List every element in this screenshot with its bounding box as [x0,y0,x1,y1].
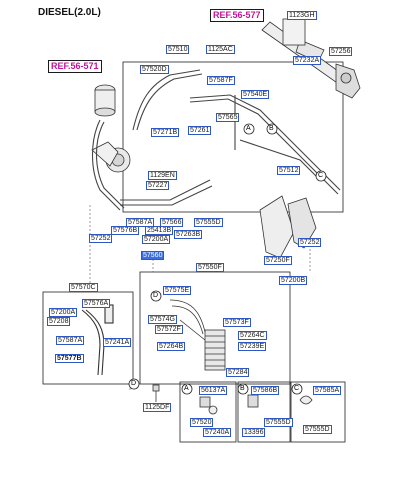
part-label-57550f[interactable]: 57550F [196,263,224,272]
callout-circles [128,123,327,395]
part-label-57573f[interactable]: 57573F [223,318,251,327]
part-label-57577b[interactable]: 57577B [55,354,84,363]
part-label-57240a[interactable]: 57240A [203,428,232,437]
part-label-57587f[interactable]: 57587F [207,76,235,85]
part-label-57208[interactable]: 57208 [47,317,71,326]
detail-c-frame [290,381,346,443]
ref-link-left[interactable]: REF.56-571 [48,60,102,73]
reservoir [94,84,116,117]
callout-c-detail: C [294,385,300,392]
page-title: DIESEL(2.0L) [38,7,101,18]
part-label-57256[interactable]: 57256 [329,47,353,56]
part-label-57520[interactable]: 57520 [190,418,214,427]
callout-b-detail: B [240,385,245,392]
part-label-1125df[interactable]: 1125DF [143,403,172,412]
part-label-57555d-c[interactable]: 57555D [303,425,332,434]
part-label-57200a-detail[interactable]: 57200A [49,308,78,317]
part-label-57227[interactable]: 57227 [146,181,170,190]
part-label-57252-left[interactable]: 57252 [89,234,113,243]
part-label-57200a[interactable]: 57200A [142,235,171,244]
part-label-57585a[interactable]: 57585A [313,386,342,395]
part-label-57555d-b[interactable]: 57555D [264,418,293,427]
part-label-57576b[interactable]: 57576B [111,226,140,235]
fasteners [152,384,313,415]
callout-a: A [246,125,251,132]
part-label-57587a[interactable]: 57587A [126,218,155,227]
part-label-57560-selected[interactable]: 57560 [141,251,165,260]
part-label-57200b[interactable]: 57200B [279,276,308,285]
part-label-57252-right[interactable]: 57252 [298,238,322,247]
part-label-57586b[interactable]: 57586B [251,386,280,395]
part-label-57232a[interactable]: 57232A [293,56,322,65]
part-label-57555d-mid[interactable]: 57555D [194,218,223,227]
part-label-1125ac[interactable]: 1125AC [206,45,235,54]
part-label-57570c[interactable]: 57570C [69,283,98,292]
detail-b-frame [237,381,291,443]
hoses-upper [92,69,341,211]
part-label-13396[interactable]: 13396 [242,428,266,437]
main-assembly-frame [122,61,344,213]
part-label-57271b[interactable]: 57271B [151,128,180,137]
oil-cooler [169,299,226,371]
part-label-57239e[interactable]: 57239E [238,342,267,351]
part-label-57241a[interactable]: 57241A [103,338,132,347]
part-label-57264c[interactable]: 57264C [238,331,267,340]
part-label-57575e[interactable]: 57575E [163,286,192,295]
part-label-57587a-detail[interactable]: 57587A [56,336,85,345]
callout-c: C [318,172,324,179]
cooler-frame [139,271,291,385]
part-label-57510[interactable]: 57510 [166,45,190,54]
part-label-56137a[interactable]: 56137A [199,386,228,395]
part-label-57574g[interactable]: 57574G [148,315,177,324]
part-label-25413b[interactable]: 25413B [145,226,174,235]
part-label-1123gh[interactable]: 1123GH [287,11,317,20]
callout-d-lower: D [131,380,137,387]
part-label-57284[interactable]: 57284 [226,368,250,377]
part-label-57264b[interactable]: 57264B [157,342,186,351]
hose-detail-frame [42,291,134,385]
ref-link-top[interactable]: REF.56-577 [210,9,264,22]
part-label-57263b[interactable]: 57263B [174,230,203,239]
part-label-57512[interactable]: 57512 [277,166,301,175]
part-label-57565[interactable]: 57565 [216,113,240,122]
callout-a-detail: A [184,385,189,392]
part-label-57572f[interactable]: 57572F [155,325,183,334]
callout-d-upper: D [153,292,159,299]
part-label-57576a[interactable]: 57576A [82,299,111,308]
pump [91,141,131,173]
part-label-57520d[interactable]: 57520D [140,65,169,74]
part-label-57261[interactable]: 57261 [188,126,212,135]
part-label-1129en[interactable]: 1129EN [148,171,177,180]
part-label-57540e[interactable]: 57540E [241,90,270,99]
boots [259,195,317,259]
part-label-57250f[interactable]: 57250F [264,256,292,265]
detail-a-frame [179,381,237,443]
callout-b: B [269,125,274,132]
